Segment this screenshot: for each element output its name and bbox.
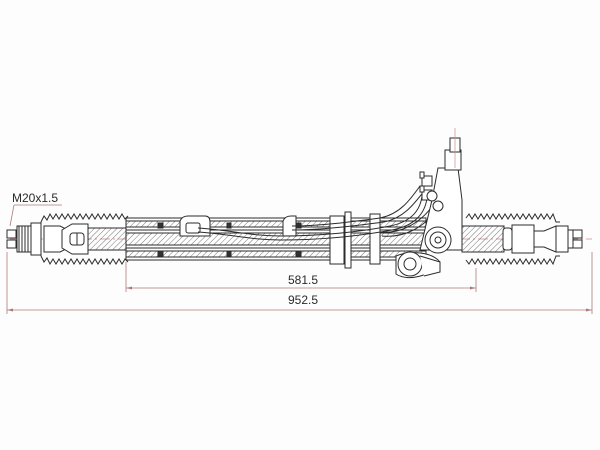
dimension-overall-label: 952.5 [288,293,319,307]
valve-body [395,128,463,278]
rack-housing-tube [125,211,427,269]
left-bellows-boot [40,212,129,266]
right-bellows-boot [465,212,583,266]
left-tie-rod-end [6,222,42,256]
dimension-lines [6,252,593,314]
thread-callout-leader [9,204,62,227]
thread-spec-label: M20x1.5 [12,191,59,205]
right-housing [461,225,505,253]
dimension-inner-label: 581.5 [288,273,319,287]
